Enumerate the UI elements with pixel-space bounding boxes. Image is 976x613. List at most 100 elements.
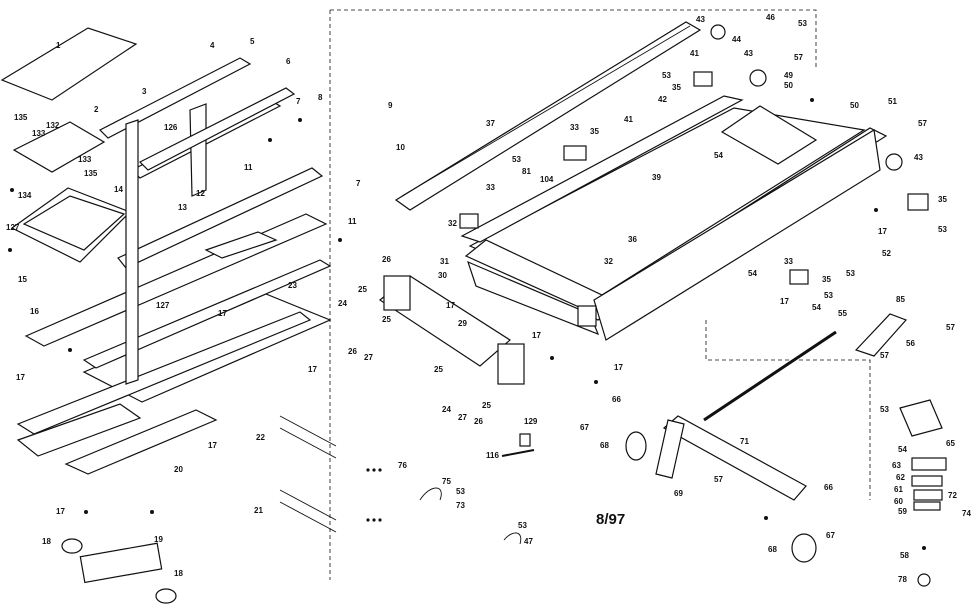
callout-c53h: 53 xyxy=(456,487,465,496)
callout-c30: 30 xyxy=(438,271,447,280)
callout-c54c: 54 xyxy=(812,303,821,312)
callout-c116: 116 xyxy=(486,451,499,460)
callout-c43c: 43 xyxy=(914,153,923,162)
callout-c17c: 17 xyxy=(308,365,317,374)
callout-c51: 51 xyxy=(888,97,897,106)
part-35-bracket-d xyxy=(789,269,809,285)
part-42-deck-board xyxy=(460,95,744,243)
callout-c73: 73 xyxy=(456,501,465,510)
callout-c2a: 2 xyxy=(94,105,99,114)
callout-c35c: 35 xyxy=(938,195,947,204)
callout-c60: 60 xyxy=(894,497,903,506)
part-cross-brace xyxy=(204,231,278,259)
callout-c135a: 135 xyxy=(14,113,28,122)
part-6-rail xyxy=(138,87,296,171)
wheel-assembly-group xyxy=(625,313,947,587)
callout-c129: 129 xyxy=(524,417,538,426)
part-5-rail xyxy=(98,57,252,139)
callout-c75: 75 xyxy=(442,477,451,486)
misc-parts-group xyxy=(279,415,535,545)
part-37-rail xyxy=(394,21,702,211)
callout-c53b: 53 xyxy=(662,71,671,80)
callout-c18a: 18 xyxy=(42,537,51,546)
part-14-cover xyxy=(22,195,126,251)
callout-c27a: 27 xyxy=(364,353,373,362)
callout-c135b: 135 xyxy=(84,169,98,178)
callout-c17b: 17 xyxy=(218,309,227,318)
callout-c9: 9 xyxy=(388,101,393,110)
callout-c55: 55 xyxy=(838,309,847,318)
part-68-wheel-left xyxy=(625,431,647,461)
callout-c67a: 67 xyxy=(580,423,589,432)
callout-c1: 1 xyxy=(56,41,61,50)
callout-c56: 56 xyxy=(906,339,915,348)
callout-c37: 37 xyxy=(486,119,495,128)
part-37-rail-inner xyxy=(401,25,691,197)
callout-c76: 76 xyxy=(398,461,407,470)
part-20-channel xyxy=(64,409,218,475)
callout-c62: 62 xyxy=(896,473,905,482)
callout-c57d: 57 xyxy=(880,351,889,360)
callout-c10: 10 xyxy=(396,143,405,152)
part-26-block-top xyxy=(383,275,411,311)
callout-c4: 4 xyxy=(210,41,215,50)
callout-c33c: 33 xyxy=(784,257,793,266)
callout-c133b: 133 xyxy=(78,155,92,164)
callout-c26b: 26 xyxy=(348,347,357,356)
part-75-wire xyxy=(419,487,442,501)
part-132-bracket xyxy=(12,121,106,173)
callout-c69: 69 xyxy=(674,489,683,498)
callout-c47: 47 xyxy=(524,537,533,546)
callout-c53e: 53 xyxy=(824,291,833,300)
part-63-plate xyxy=(911,457,947,471)
callout-c6: 6 xyxy=(286,57,291,66)
part-43-pulley-top xyxy=(710,24,726,40)
part-50-plate xyxy=(720,105,818,165)
callout-c17g: 17 xyxy=(532,331,541,340)
callout-c24a: 24 xyxy=(338,299,347,308)
part-61-plate xyxy=(913,489,943,501)
callout-c35b: 35 xyxy=(672,83,681,92)
callout-c17i: 17 xyxy=(780,297,789,306)
part-32-bracket xyxy=(459,213,479,229)
callout-c43a: 43 xyxy=(696,15,705,24)
callout-c61: 61 xyxy=(894,485,903,494)
callout-c27b: 27 xyxy=(458,413,467,422)
callout-c50b: 50 xyxy=(850,101,859,110)
callout-c17f: 17 xyxy=(446,301,455,310)
callout-c57c: 57 xyxy=(946,323,955,332)
callout-c29: 29 xyxy=(458,319,467,328)
callout-c54d: 54 xyxy=(898,445,907,454)
callout-c7a: 7 xyxy=(296,97,301,106)
callout-c5: 5 xyxy=(250,37,255,46)
callout-c26c: 26 xyxy=(474,417,483,426)
part-17-rail-lower xyxy=(16,311,312,435)
callout-c25d: 25 xyxy=(482,401,491,410)
part-upright-left xyxy=(125,119,139,385)
callout-c50a: 50 xyxy=(784,81,793,90)
callout-c49: 49 xyxy=(784,71,793,80)
guide-dashed-right xyxy=(705,320,871,500)
callout-c127b: 127 xyxy=(156,301,170,310)
callout-c132: 132 xyxy=(46,121,60,130)
callout-c66a: 66 xyxy=(612,395,621,404)
part-129-clip xyxy=(519,433,531,447)
callout-c7b: 7 xyxy=(356,179,361,188)
callout-c53i: 53 xyxy=(518,521,527,530)
callout-c68b: 68 xyxy=(768,545,777,554)
callout-c57b: 57 xyxy=(918,119,927,128)
callout-c41a: 41 xyxy=(624,115,633,124)
callout-c134: 134 xyxy=(18,191,32,200)
callout-c32a: 32 xyxy=(448,219,457,228)
part-1-plate xyxy=(0,27,138,101)
callout-c17a: 17 xyxy=(16,373,25,382)
callout-c71: 71 xyxy=(740,437,749,446)
callout-c35a: 35 xyxy=(590,127,599,136)
callout-c17e: 17 xyxy=(56,507,65,516)
part-13-rail xyxy=(117,167,324,269)
part-26-block-bottom xyxy=(497,343,525,385)
part-65-bracket xyxy=(899,399,943,437)
callout-c85: 85 xyxy=(896,295,905,304)
date-label: 8/97 xyxy=(596,511,625,528)
